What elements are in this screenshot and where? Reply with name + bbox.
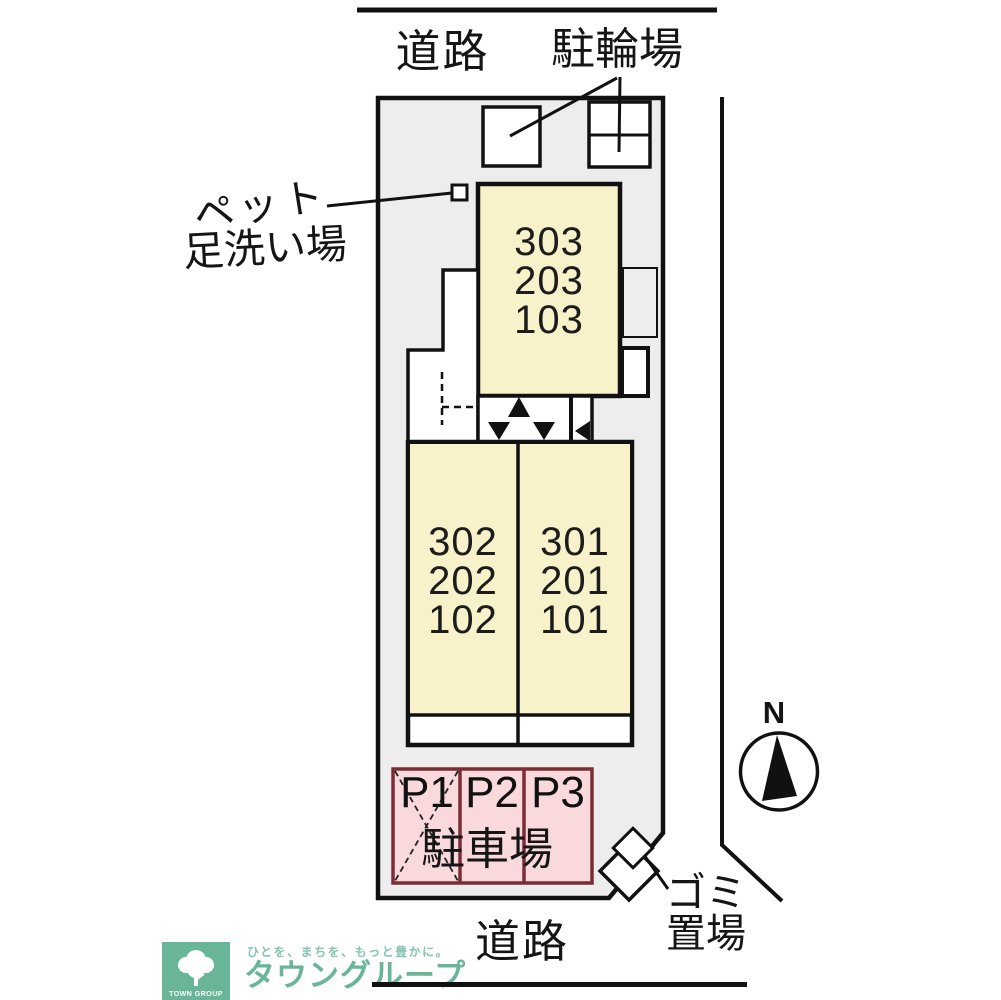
compass-north-label: N [762, 695, 786, 730]
arrow-left-icon [575, 421, 590, 441]
unit-row: 201 [540, 559, 610, 603]
building-south-floor [410, 444, 630, 715]
parking-stall-p3-label: P3 [531, 768, 585, 817]
garbage-leader-line [642, 854, 670, 890]
unit-row: 301 [540, 520, 610, 564]
arrow-down-right-icon [533, 422, 555, 440]
pet-wash-label-line2: 足洗い場 [181, 220, 349, 276]
garbage-station-icon-lid [611, 826, 655, 870]
garbage-station-label: ゴミ 置場 [658, 873, 754, 955]
parking-area-label: 駐車場 [421, 825, 553, 874]
logo-caption: TOWN GROUP [169, 991, 223, 998]
stall-p1-cross-line-2 [394, 770, 459, 882]
unit-row: 202 [428, 559, 498, 603]
unit-row: 101 [540, 598, 610, 642]
unit-row: 203 [514, 259, 584, 303]
road-label-top: 道路 [395, 26, 490, 77]
arrow-up-icon [508, 397, 530, 417]
unit-row: 303 [514, 220, 584, 264]
unit-row: 102 [428, 598, 498, 642]
road-label-bottom: 道路 [474, 916, 569, 967]
building-north-units: 303 203 103 [478, 220, 620, 342]
garbage-label-line2: 置場 [666, 912, 746, 956]
compass-needle-icon [762, 735, 797, 801]
building-southwest-units: 302 202 102 [408, 520, 518, 642]
balcony-upper [622, 267, 658, 338]
balcony-lower [620, 346, 650, 398]
bicycle-parking-label: 駐輪場 [551, 25, 683, 74]
right-boundary-line [720, 97, 784, 903]
entrance-corridor [476, 394, 594, 444]
tree-icon [178, 950, 214, 986]
unit-row: 302 [428, 520, 498, 564]
parking-stall-p1-label: P1 [400, 768, 454, 817]
pet-wash-leader-line [326, 191, 453, 208]
unit-row: 103 [514, 298, 584, 342]
pet-wash-spot [450, 183, 469, 202]
brand-slogan: ひとを、まちを、もっと豊かに。 [247, 945, 450, 959]
compass-circle [738, 731, 820, 812]
parking-stall-p2-label: P2 [465, 768, 519, 817]
bicycle-leader-line-east [617, 76, 622, 153]
arrow-down-left-icon [488, 422, 510, 440]
bottom-road-edge-line [372, 982, 747, 987]
building-southeast-units: 301 201 101 [518, 520, 632, 642]
garbage-label-line1: ゴミ [666, 871, 746, 915]
bicycle-leader-line-west [509, 76, 618, 138]
town-group-logo: TOWN GROUP [162, 942, 230, 1000]
